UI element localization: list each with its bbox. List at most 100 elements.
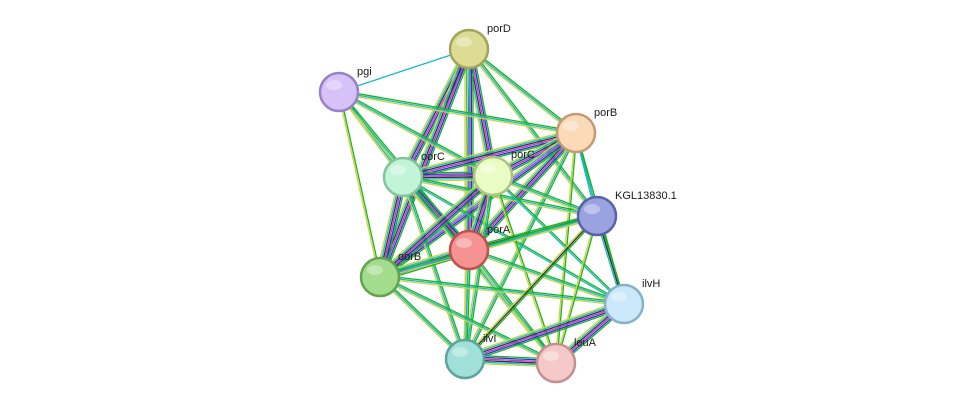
- evidence-line-magenta: [403, 133, 577, 179]
- evidence-line-cyan: [338, 48, 470, 93]
- evidence-line-yellow: [379, 277, 624, 307]
- evidence-line-black: [379, 174, 493, 277]
- node-circle[interactable]: [318, 71, 360, 113]
- evidence-line-yellow: [467, 49, 597, 218]
- node-circle[interactable]: [472, 155, 514, 197]
- evidence-line-blue: [381, 177, 496, 280]
- evidence-line-cyan: [400, 47, 468, 177]
- evidence-line-cyan: [468, 249, 557, 364]
- node-circle[interactable]: [603, 283, 645, 325]
- node-ilvh[interactable]: ilvH: [603, 278, 660, 325]
- node-highlight: [584, 204, 600, 214]
- evidence-line-green: [465, 216, 599, 361]
- evidence-line-cyan: [379, 276, 557, 364]
- node-highlight: [456, 238, 472, 248]
- node-oorb[interactable]: oorB: [359, 251, 421, 298]
- node-kgl13830-1[interactable]: KGL13830.1: [576, 190, 677, 237]
- node-label: pgi: [357, 66, 372, 78]
- node-label: porB: [594, 107, 617, 119]
- evidence-line-black: [378, 48, 469, 277]
- edge-pord-pgi[interactable]: [338, 48, 470, 93]
- evidence-line-green: [382, 178, 497, 281]
- node-highlight: [543, 351, 559, 361]
- node-circle[interactable]: [555, 112, 597, 154]
- edge-pgi-oorb[interactable]: [337, 91, 382, 278]
- node-layer: porD pgi porB oorC porC KGL13830.1 porA oorB ilv…: [318, 23, 677, 384]
- node-label: oorB: [398, 251, 421, 263]
- edge-oorc-ilvi[interactable]: [400, 176, 468, 360]
- node-label: porA: [487, 224, 511, 236]
- evidence-line-green: [339, 91, 382, 277]
- node-oorc[interactable]: oorC: [382, 151, 445, 198]
- evidence-line-green: [339, 89, 577, 133]
- node-pora[interactable]: porA: [448, 224, 511, 271]
- node-pgi[interactable]: pgi: [318, 66, 372, 113]
- node-circle[interactable]: [448, 28, 490, 70]
- evidence-line-cyan: [402, 176, 598, 217]
- node-highlight: [452, 347, 468, 357]
- edge-oorb-leua[interactable]: [379, 274, 557, 366]
- node-highlight: [326, 80, 342, 90]
- evidence-line-blue: [404, 49, 472, 179]
- evidence-line-yellow: [400, 177, 465, 360]
- evidence-line-black: [464, 215, 598, 360]
- edge-pord-porb[interactable]: [467, 47, 578, 135]
- evidence-line-green: [469, 247, 625, 304]
- evidence-line-blue: [381, 49, 472, 279]
- evidence-line-blue: [470, 134, 579, 253]
- node-label: leuA: [574, 337, 597, 349]
- node-highlight: [611, 292, 627, 302]
- evidence-line-cyan: [468, 48, 577, 134]
- node-circle[interactable]: [444, 338, 486, 380]
- edge-kgl13830-1-ilvi[interactable]: [463, 214, 599, 361]
- node-ilvi[interactable]: ilvI: [444, 333, 496, 380]
- edge-oorb-ilvh[interactable]: [379, 274, 625, 307]
- node-circle[interactable]: [535, 342, 577, 384]
- evidence-line-yellow: [398, 46, 467, 176]
- evidence-line-green: [339, 90, 495, 176]
- evidence-line-green: [383, 50, 474, 279]
- node-circle[interactable]: [359, 256, 401, 298]
- evidence-line-yellow: [338, 92, 576, 136]
- edge-ilvh-ilvi[interactable]: [463, 299, 626, 364]
- node-pord[interactable]: porD: [448, 23, 511, 70]
- evidence-line-yellow: [554, 215, 597, 363]
- evidence-line-green: [472, 48, 498, 176]
- edge-pora-ilvh[interactable]: [468, 247, 625, 307]
- node-porb[interactable]: porB: [555, 107, 617, 154]
- evidence-line-green: [469, 47, 578, 133]
- node-highlight: [456, 37, 472, 47]
- evidence-line-green: [468, 213, 597, 249]
- edge-pgi-porb[interactable]: [338, 89, 577, 136]
- edge-pord-kgl13830-1[interactable]: [467, 47, 599, 218]
- evidence-line-yellow: [379, 277, 556, 366]
- node-highlight: [367, 265, 383, 275]
- evidence-line-cyan: [468, 48, 598, 217]
- node-leua[interactable]: leuA: [535, 337, 597, 384]
- evidence-line-cyan: [379, 276, 625, 305]
- evidence-line-green: [471, 135, 580, 254]
- evidence-line-cyan: [491, 176, 624, 306]
- node-highlight: [480, 164, 496, 174]
- evidence-line-magenta: [380, 49, 471, 278]
- node-porc[interactable]: porC: [472, 149, 535, 197]
- evidence-line-green: [466, 307, 626, 364]
- node-label: KGL13830.1: [615, 190, 677, 202]
- evidence-line-yellow: [468, 250, 624, 307]
- evidence-line-green: [556, 216, 599, 364]
- edge-porc-oorb[interactable]: [376, 172, 497, 281]
- node-circle[interactable]: [448, 229, 490, 271]
- node-circle[interactable]: [576, 195, 618, 237]
- evidence-line-cyan: [402, 130, 576, 176]
- evidence-line-green: [380, 274, 625, 304]
- edge-kgl13830-1-leua[interactable]: [554, 215, 599, 364]
- evidence-line-yellow: [467, 49, 576, 135]
- evidence-line-magenta: [380, 176, 494, 279]
- node-label: ilvH: [642, 278, 660, 290]
- node-circle[interactable]: [382, 156, 424, 198]
- evidence-line-yellow: [463, 299, 623, 356]
- evidence-line-yellow: [401, 128, 576, 174]
- evidence-line-cyan: [464, 301, 624, 358]
- edge-porc-ilvh[interactable]: [491, 174, 626, 306]
